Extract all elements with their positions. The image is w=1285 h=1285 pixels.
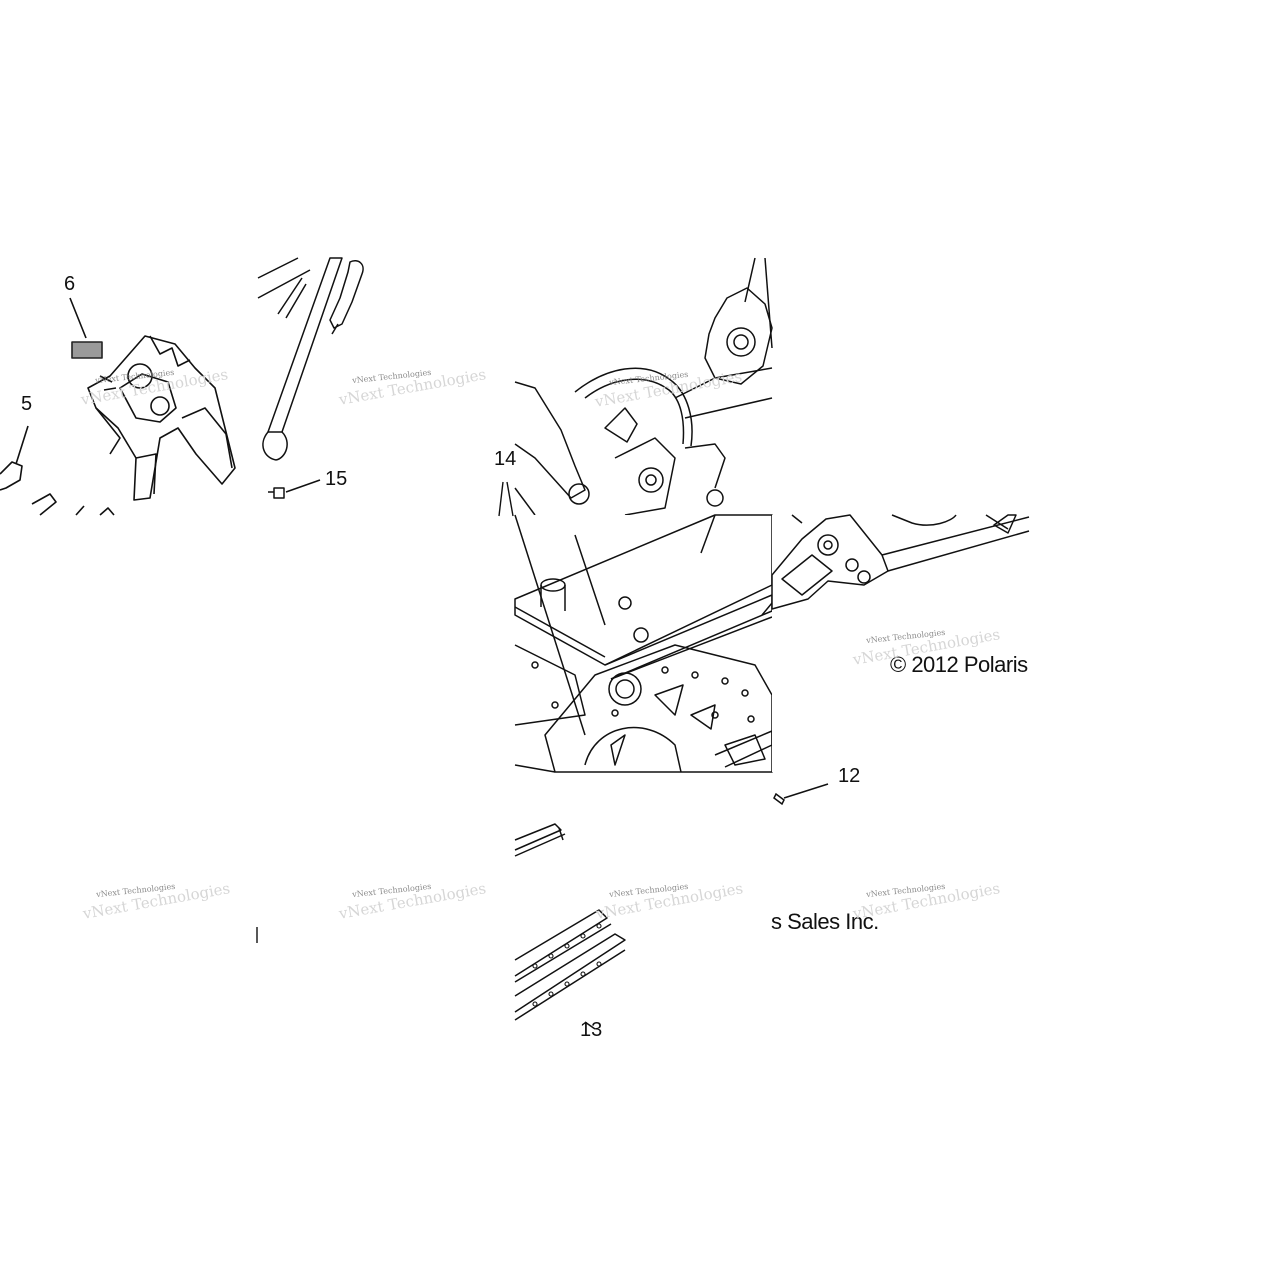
callout-5: 5	[21, 393, 33, 415]
tile-bottom-center	[514, 800, 772, 1030]
tile-middle-right	[761, 514, 1030, 772]
callout-13: 13	[580, 1019, 603, 1041]
callout-6: 6	[64, 273, 76, 295]
tile-top-left	[0, 258, 258, 516]
front-bracket-drawing	[0, 297, 236, 516]
edge-mark	[256, 927, 258, 943]
rear-arm-drawing	[761, 514, 1030, 616]
bolt-12-drawing	[773, 783, 829, 806]
callout-12: 12	[838, 765, 861, 787]
copyright-line-2: s Sales Inc.	[771, 909, 879, 934]
copyright-line-1: © 2012 Polaris	[890, 652, 1028, 677]
callout-14: 14	[494, 448, 517, 470]
rail-strip-drawing	[514, 823, 626, 1030]
steering-post-drawing	[257, 257, 364, 499]
callout-15: 15	[325, 468, 348, 490]
tile-middle-center	[514, 514, 773, 773]
tile-top-center	[514, 257, 773, 516]
tile-top-middle	[257, 257, 515, 515]
tunnel-frame-drawing	[514, 514, 773, 773]
leader-14	[498, 481, 514, 517]
bulkhead-drawing	[514, 257, 773, 516]
